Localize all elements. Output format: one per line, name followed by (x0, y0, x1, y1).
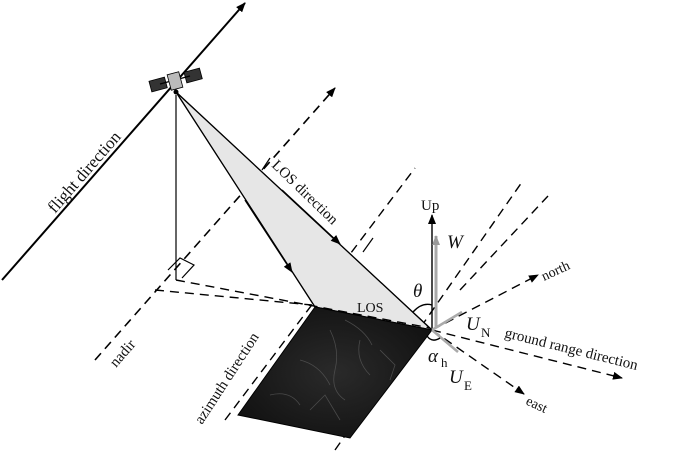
track-line-3 (334, 181, 523, 451)
ground-texture (269, 319, 396, 421)
u-e-arrow (431, 329, 459, 353)
los-label: LOS (357, 301, 383, 316)
nadir-to-patch-dashed (154, 289, 313, 306)
los-bracket-2 (362, 237, 374, 253)
theta-arc (412, 303, 433, 313)
east-arrow (431, 329, 525, 395)
nadir-label: nadir (107, 337, 139, 371)
w-label: W (447, 232, 465, 253)
u-n-arrow (431, 310, 463, 332)
ground-range-arrow (431, 329, 623, 380)
u-e-subscript: E (464, 378, 472, 393)
nadir-to-target-dashed (175, 279, 431, 329)
ground-range-direction-label: ground range direction (503, 325, 640, 374)
theta-label: θ (413, 281, 422, 302)
u-n-subscript: N (481, 325, 491, 340)
north-label: north (539, 259, 572, 285)
track-line-4 (459, 195, 549, 291)
los-cone-near-edge (175, 91, 316, 308)
satellite-icon (148, 67, 203, 95)
nadir-right-angle (167, 257, 195, 279)
los-arrow-far (281, 189, 341, 245)
u-n-label: U (466, 314, 481, 335)
u-e-label: U (449, 367, 464, 388)
alpha-subscript: h (441, 355, 448, 370)
flight-direction-line (1, 2, 246, 281)
los-arrow-near (244, 199, 293, 273)
alpha-label: α (428, 346, 439, 367)
ground-image-patch (237, 306, 433, 439)
east-label: east (523, 394, 549, 417)
alpha-arc (426, 335, 441, 341)
up-label: Up (421, 198, 439, 214)
flight-direction-label: flight direction (44, 127, 125, 216)
los-bracket-1 (261, 157, 271, 171)
track-line-1 (94, 87, 336, 361)
